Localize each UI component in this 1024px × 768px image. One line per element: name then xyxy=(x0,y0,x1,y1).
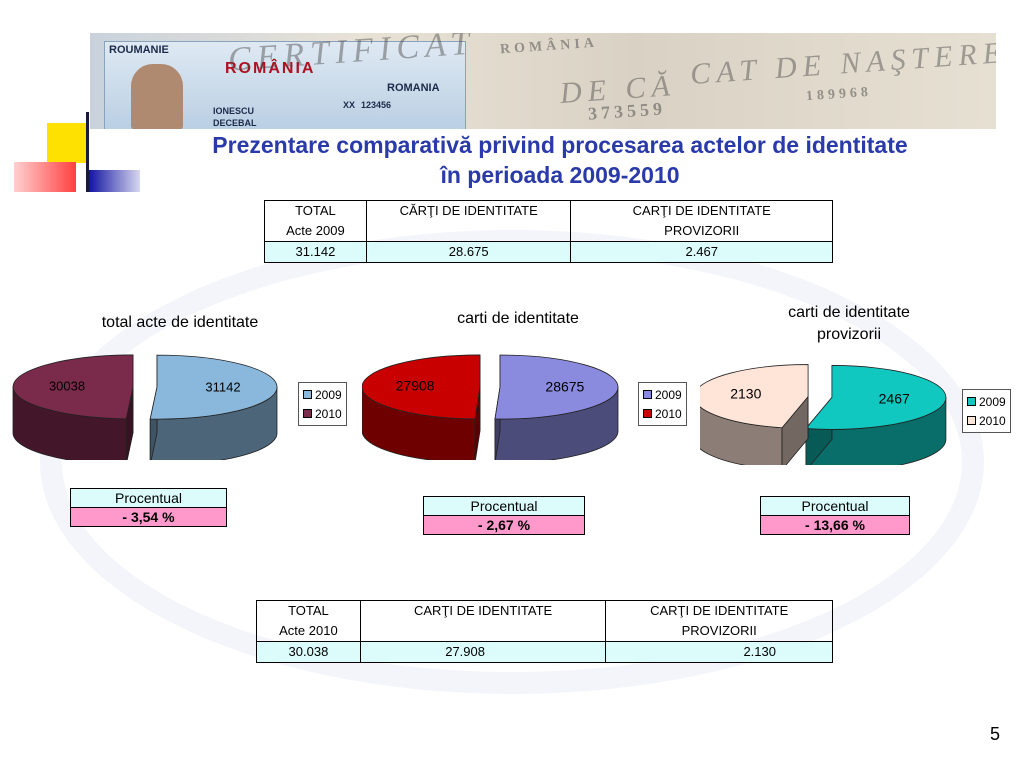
table-cell: 27.908 xyxy=(359,641,607,663)
pie-slice-2009: 28675 xyxy=(494,354,619,460)
pie-slice-2009: 2467 xyxy=(805,365,947,465)
legend-swatch xyxy=(967,397,976,406)
banner-text: 373559 xyxy=(587,98,667,124)
legend-item: 2009 xyxy=(643,385,682,404)
table-header-cell: CĂRŢI DE IDENTITATE xyxy=(365,200,572,242)
data-label: 28675 xyxy=(545,378,584,394)
chart-title: carti de identitate xyxy=(457,310,579,327)
legend-item: 2009 xyxy=(303,385,342,404)
pie-slice-top xyxy=(700,364,809,429)
chart-title: carti de identitate provizorii xyxy=(788,304,910,343)
decorative-blue-block xyxy=(88,170,140,192)
pie-chart-provisional: 2467 2130 xyxy=(700,364,947,465)
data-label: 30038 xyxy=(49,378,85,393)
percent-label: Procentual xyxy=(423,496,585,516)
legend-item: 2010 xyxy=(303,404,342,423)
decorative-red-block xyxy=(14,162,76,192)
percent-table: Procentual - 13,66 % xyxy=(760,496,910,535)
legend-swatch xyxy=(967,416,976,425)
percent-table: Procentual - 2,67 % xyxy=(423,496,585,535)
percent-label: Procentual xyxy=(760,496,910,516)
percent-value: - 13,66 % xyxy=(760,515,910,535)
table-cell: 28.675 xyxy=(365,241,572,263)
legend-label: 2010 xyxy=(315,406,342,421)
chart-title: total acte de identitate xyxy=(101,314,259,331)
id-card-picture: ROUMANIE ROMÂNIA ROMANIA XX 123456 IONES… xyxy=(104,41,466,129)
table-cell: 2.130 xyxy=(605,641,833,663)
banner-text: CAT DE NAŞTERE xyxy=(689,35,996,92)
data-label: 31142 xyxy=(205,380,240,395)
table-row: 30.038 27.908 2.130 xyxy=(256,641,833,663)
legend-label: 2009 xyxy=(655,387,682,402)
pie-slice-2009: 31142 xyxy=(149,354,278,460)
pie-chart-cards: 28675 27908 xyxy=(362,354,619,460)
pie-slice-top xyxy=(494,354,619,420)
banner-text: 123456 xyxy=(361,100,392,110)
legend-item: 2010 xyxy=(643,404,682,423)
pie-slice-2010: 27908 xyxy=(362,354,481,460)
percent-label: Procentual xyxy=(70,488,227,508)
chart-legend: 2009 2010 xyxy=(298,382,347,426)
legend-label: 2009 xyxy=(979,394,1006,409)
data-label: 2130 xyxy=(730,386,761,402)
legend-swatch xyxy=(303,390,312,399)
pie-slice-2010: 30038 xyxy=(12,354,134,460)
banner-text: ROUMANIE xyxy=(109,44,169,56)
decorative-yellow-square xyxy=(47,123,87,163)
banner-text: XX xyxy=(343,100,356,110)
legend-swatch xyxy=(303,409,312,418)
data-label: 2467 xyxy=(879,390,910,406)
table-header-cell: CARŢI DE IDENTITATE xyxy=(359,600,607,642)
page-title: Prezentare comparativă privind procesare… xyxy=(100,130,1020,190)
header-banner-image: ROUMANIE ROMÂNIA ROMANIA XX 123456 IONES… xyxy=(90,33,996,129)
chart-legend: 2009 2010 xyxy=(638,382,687,426)
pie-chart-total: 31142 30038 xyxy=(12,354,278,460)
legend-item: 2009 xyxy=(967,392,1006,411)
pie-slice-top xyxy=(12,354,134,420)
decorative-vertical-line xyxy=(86,112,89,192)
pie-slice-2010: 2130 xyxy=(700,364,809,465)
page-number: 5 xyxy=(989,724,1000,744)
banner-text: 189968 xyxy=(805,84,873,105)
banner-text: IONESCU xyxy=(213,106,255,116)
table-cell: 31.142 xyxy=(264,241,367,263)
pie-slice-top xyxy=(362,354,481,420)
banner-text: ROMANIA xyxy=(387,82,440,94)
legend-label: 2010 xyxy=(655,406,682,421)
legend-swatch xyxy=(643,409,652,418)
banner-text: ROMÂNIA xyxy=(499,35,599,58)
legend-label: 2009 xyxy=(315,387,342,402)
chart-legend: 2009 2010 xyxy=(962,389,1011,433)
pie-slice-top xyxy=(149,354,278,420)
percent-value: - 2,67 % xyxy=(423,515,585,535)
title-line-2: în perioada 2009-2010 xyxy=(440,162,680,188)
percent-table: Procentual - 3,54 % xyxy=(70,488,227,527)
percent-value: - 3,54 % xyxy=(70,507,227,527)
legend-swatch xyxy=(643,390,652,399)
banner-text: ROMÂNIA xyxy=(225,60,316,77)
legend-label: 2010 xyxy=(979,413,1006,428)
table-row: 31.142 28.675 2.467 xyxy=(264,241,833,263)
pie-slice-top xyxy=(805,365,947,430)
title-line-1: Prezentare comparativă privind procesare… xyxy=(212,132,908,158)
table-cell: 2.467 xyxy=(570,241,833,263)
data-label: 27908 xyxy=(396,378,435,394)
table-cell: 30.038 xyxy=(256,641,361,663)
banner-text: DECEBAL xyxy=(213,118,257,128)
portrait-picture xyxy=(131,64,183,129)
legend-item: 2010 xyxy=(967,411,1006,430)
